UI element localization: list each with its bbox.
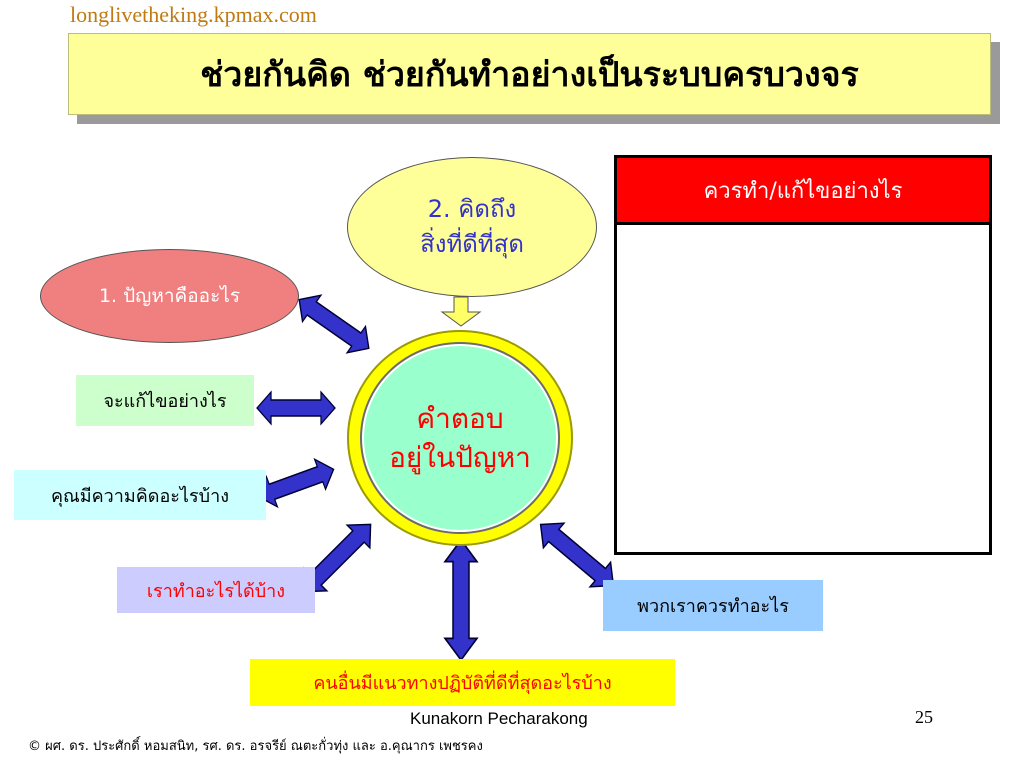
node-best-thinking-line1: 2. คิดถึง bbox=[427, 195, 517, 224]
arrow-down-yellow bbox=[440, 296, 482, 327]
author-name: Kunakorn Pecharakong bbox=[410, 709, 588, 728]
node-what-we-did: เราทำอะไรได้บ้าง bbox=[117, 567, 315, 613]
arrow-best-practice bbox=[444, 539, 478, 661]
node-others-best-practice: คนอื่นมีแนวทางปฏิบัติที่ดีที่สุดอะไรบ้าง bbox=[250, 659, 675, 706]
node-best-thinking-line2: สิ่งที่ดีที่สุด bbox=[420, 230, 524, 258]
slide-title: ช่วยกันคิด ช่วยกันทำอย่างเป็นระบบครบวงจร bbox=[68, 33, 991, 115]
arrow-problem bbox=[289, 285, 379, 363]
node-best-thinking: 2. คิดถึง สิ่งที่ดีที่สุด bbox=[347, 157, 597, 297]
center-answer-line2: อยู่ในปัญหา bbox=[389, 441, 531, 474]
node-what-we-should-do: พวกเราควรทำอะไร bbox=[603, 580, 823, 631]
action-panel-header: ควรทำ/แก้ไขอย่างไร bbox=[617, 158, 989, 225]
center-answer: คำตอบ อยู่ในปัญหา bbox=[362, 344, 558, 532]
copyright-notice: © ผศ. ดร. ประศักดิ์ หอมสนิท, รศ. ดร. อรจ… bbox=[28, 739, 483, 754]
node-how-to-fix: จะแก้ไขอย่างไร bbox=[76, 375, 254, 426]
site-url: longlivetheking.kpmax.com bbox=[70, 2, 317, 27]
page-number: 25 bbox=[915, 707, 933, 727]
action-panel: ควรทำ/แก้ไขอย่างไร bbox=[614, 155, 992, 555]
arrow-how-to-fix bbox=[256, 391, 336, 425]
node-what-is-problem: 1. ปัญหาคืออะไร bbox=[40, 249, 299, 343]
node-your-ideas: คุณมีความคิดอะไรบ้าง bbox=[14, 470, 266, 520]
center-answer-line1: คำตอบ bbox=[416, 401, 504, 435]
